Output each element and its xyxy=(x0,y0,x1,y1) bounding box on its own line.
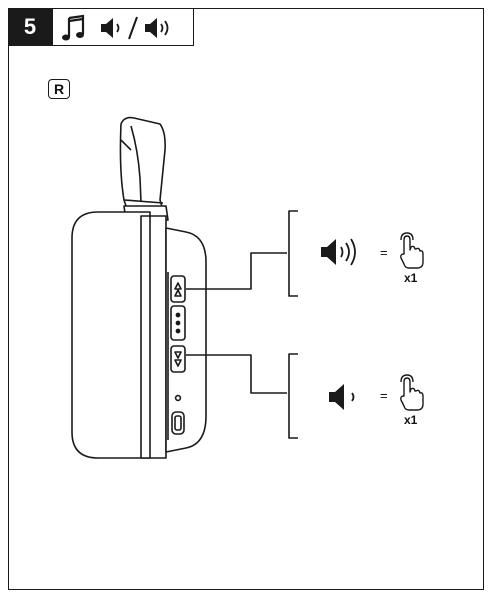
volume-down-button[interactable] xyxy=(170,345,186,373)
diagram-frame xyxy=(8,8,484,590)
separator-slash xyxy=(128,16,138,40)
headband xyxy=(119,116,166,213)
volume-up-press-count: x1 xyxy=(404,271,418,285)
volume-down-icon xyxy=(329,384,355,410)
step-header xyxy=(52,8,194,46)
volume-up-bracket xyxy=(288,210,298,297)
ear-cushion xyxy=(71,211,151,459)
volume-up-leader xyxy=(186,252,287,290)
volume-down-bracket xyxy=(288,353,298,439)
music-note-icon xyxy=(62,14,85,41)
volume-down-equals: = xyxy=(380,388,388,403)
step-number: 5 xyxy=(8,8,52,46)
multifunction-button[interactable] xyxy=(170,305,186,341)
led-indicator xyxy=(174,394,182,402)
finger-press-icon xyxy=(400,374,424,411)
right-side-badge: R xyxy=(48,79,70,99)
volume-down-press-count: x1 xyxy=(404,413,418,427)
volume-up-icon xyxy=(145,18,169,38)
finger-press-icon xyxy=(400,232,424,269)
volume-down-icon xyxy=(101,18,120,38)
volume-down-leader xyxy=(186,354,287,394)
volume-up-button[interactable] xyxy=(170,275,186,303)
usb-c-port xyxy=(171,411,185,435)
earcup-shell xyxy=(140,215,167,459)
volume-up-equals: = xyxy=(380,245,388,260)
volume-up-icon xyxy=(321,238,356,266)
